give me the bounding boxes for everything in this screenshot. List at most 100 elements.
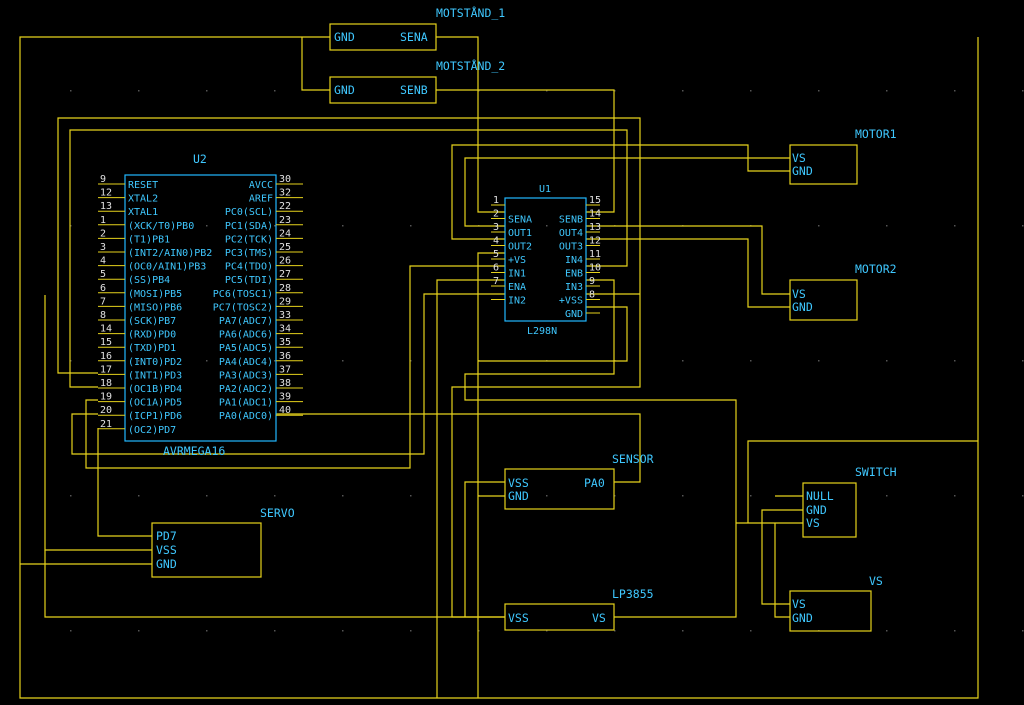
u2-microcontroller[interactable]: U2 AVRMEGA16 9RESET12XTAL213XTAL11(XCK/T… [98,152,303,458]
u2-left-pin: 17(INT1)PD3 [98,364,182,381]
wire-ena [436,279,505,698]
pin-name: (RXD)PD0 [128,330,176,341]
grid-dot [954,630,956,632]
pin-number: 22 [279,201,291,212]
motstand-2[interactable]: MOTSTÅND_2 GND SENB [329,58,505,104]
wire-pa0 [276,413,641,483]
switch-pin-vs: VS [806,516,820,530]
servo-body [151,522,262,578]
sensor[interactable]: SENSOR VSS GND PA0 [504,452,654,510]
pin-name: (OC2)PD7 [128,425,176,436]
wire-in1 [85,265,505,469]
grid-dot [274,90,276,92]
pin-name: ENB [565,269,583,280]
grid-dot [410,360,412,362]
pin-name: (INT1)PD3 [128,370,182,381]
pin-number: 15 [100,337,112,348]
grid-dot [546,495,548,497]
grid-dot [206,495,208,497]
grid-dot [614,495,616,497]
grid-dot [818,225,820,227]
lp3855[interactable]: LP3855 VSS VS [504,587,654,631]
pin-name: GND [565,309,583,320]
pin-name: (MOSI)PB5 [128,289,182,300]
pin-name: PC1(SDA) [225,221,273,232]
pin-number: 32 [279,188,291,199]
switch[interactable]: SWITCH NULL GND VS [802,465,897,538]
grid-dot [138,225,140,227]
pin-number: 14 [589,209,601,220]
wire-in2 [71,293,505,455]
motor2-body [789,279,858,321]
grid-dot [886,630,888,632]
pin-name: OUT4 [559,228,583,239]
motstand-2-pin-senb: SENB [400,83,428,97]
grid-dot [410,495,412,497]
pin-number: 3 [493,222,499,233]
motor1[interactable]: MOTOR1 VS GND [789,127,897,185]
grid-dot [1022,495,1024,497]
pin-name: PC2(TCK) [225,234,273,245]
wire-frame [19,36,979,699]
sensor-pin-gnd: GND [508,489,529,503]
grid-dot [342,225,344,227]
pin-number: 12 [100,188,112,199]
pin-name: (OC1B)PD4 [128,384,182,395]
u2-left-pins: 9RESET12XTAL213XTAL11(XCK/T0)PB02(T1)PB1… [98,174,212,436]
pin-number: 3 [100,242,106,253]
grid-dot [274,360,276,362]
motor1-pin-vs: VS [792,151,806,165]
u2-left-pin: 14(RXD)PD0 [98,324,176,341]
grid-dot [954,360,956,362]
grid-dot [1022,360,1024,362]
pin-number: 21 [100,419,112,430]
grid-dot [886,360,888,362]
pin-name: OUT3 [559,242,583,253]
grid-dot [342,630,344,632]
u2-body [124,174,277,442]
grid-dot [818,495,820,497]
pin-name: (OC1A)PD5 [128,398,182,409]
u1-ref: U1 [539,184,551,195]
grid-dot [750,360,752,362]
servo[interactable]: SERVO PD7 VSS GND [151,506,295,578]
pin-number: 7 [493,276,499,287]
pin-number: 40 [279,405,291,416]
motstand-1[interactable]: MOTSTÅND_1 GND SENA [329,5,505,51]
motor2[interactable]: MOTOR2 VS GND [789,262,897,321]
u1-motor-driver[interactable]: U1 L298N 12SENA3OUT14OUT25+VS6IN17ENAIN2… [491,184,601,337]
grid-dot [70,495,72,497]
wire-vs [477,252,505,698]
motor2-title: MOTOR2 [855,262,897,276]
servo-pin-pd7: PD7 [156,529,177,543]
grid-dot [478,630,480,632]
pin-name: ENA [508,282,526,293]
wire-gnd-motstand [301,37,330,91]
pin-number: 18 [100,378,112,389]
pin-number: 19 [100,392,112,403]
pin-number: 7 [100,296,106,307]
vs-block[interactable]: VS VS GND [789,574,883,632]
grid-dot [546,630,548,632]
motstand-2-body [329,76,437,104]
pin-name: OUT1 [508,228,532,239]
grid-dot [274,630,276,632]
u1-left-pin: 1 [491,195,505,206]
pin-number: 23 [279,215,291,226]
pin-number: 2 [100,228,106,239]
u2-left-pin: 21 (OC2)PD7 [98,419,176,436]
pin-number: 20 [100,405,112,416]
pin-number: 34 [279,324,291,335]
pin-name: SENB [559,215,583,226]
pin-number: 39 [279,392,291,403]
pin-number: 15 [589,195,601,206]
